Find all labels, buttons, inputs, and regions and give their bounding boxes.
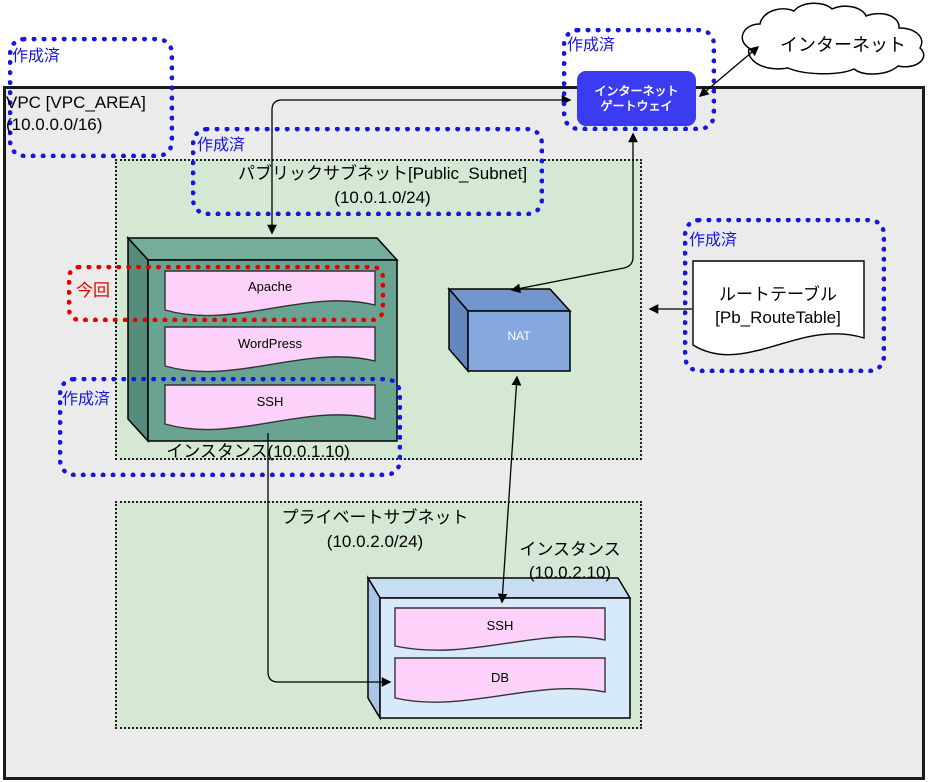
public-subnet-label: パブリックサブネット[Public_Subnet] (10.0.1.0/24) xyxy=(205,162,560,210)
apache-current-frame xyxy=(67,265,385,322)
internet-cloud-shape xyxy=(741,2,925,75)
public-ssh-shape xyxy=(164,384,376,431)
igw-status-frame xyxy=(562,28,716,131)
ssh-status-frame xyxy=(58,377,402,477)
private-subnet-label: プライベートサブネット (10.0.2.0/24) xyxy=(240,506,510,554)
route-table-label: ルートテーブル [Pb_RouteTable] xyxy=(695,283,861,329)
vpc-label: VPC [VPC_AREA] (10.0.0.0/16) xyxy=(6,92,146,136)
private-ssh-label: SSH xyxy=(486,618,514,633)
route-table-shape xyxy=(692,260,865,356)
private-instance-label: インスタンス (10.0.2.10) xyxy=(480,538,660,584)
arrow-igw-nat xyxy=(510,132,638,294)
routetable-status-label: 作成済 xyxy=(689,232,738,249)
igw-status-label: 作成済 xyxy=(567,37,616,54)
apache-label: Apache xyxy=(247,279,293,294)
arrow-nat-private-ssh xyxy=(497,375,522,604)
internet-gateway-box: インターネット ゲートウェイ xyxy=(577,71,696,126)
routetable-status-frame xyxy=(683,218,886,373)
ssh-status-label: 作成済 xyxy=(62,391,111,408)
public-ssh-label: SSH xyxy=(256,394,284,409)
public-subnet-label-line1: パブリックサブネット[Public_Subnet] xyxy=(237,164,528,183)
arrow-public-ssh-db xyxy=(267,433,392,687)
apache-shape xyxy=(164,270,376,317)
private-instance-label-line2: (10.0.2.10) xyxy=(528,563,612,582)
nat-cube xyxy=(447,286,572,374)
db-label: DB xyxy=(490,670,510,685)
arrow-igw-internet xyxy=(698,46,760,97)
wordpress-shape xyxy=(164,326,376,373)
route-table-label-line1: ルートテーブル xyxy=(719,285,837,304)
private-instance-label-line1: インスタンス xyxy=(519,540,621,559)
vpc-label-line1: VPC [VPC_AREA] xyxy=(6,93,146,112)
private-subnet-label-line2: (10.0.2.0/24) xyxy=(326,532,424,551)
arrow-igw-public-instance xyxy=(267,95,572,235)
db-shape xyxy=(394,657,606,703)
public-instance-label: インスタンス(10.0.1.10) xyxy=(166,442,350,461)
nat-label: NAT xyxy=(507,329,531,343)
apache-current-label: 今回 xyxy=(76,281,110,300)
public-subnet-status-label: 作成済 xyxy=(197,137,246,154)
vpc-label-line2: (10.0.0.0/16) xyxy=(6,115,103,134)
private-subnet-label-line1: プライベートサブネット xyxy=(281,508,469,527)
vpc-status-frame xyxy=(8,37,174,158)
vpc-status-label: 作成済 xyxy=(12,48,61,65)
route-table-label-line2: [Pb_RouteTable] xyxy=(715,308,841,327)
private-ssh-shape xyxy=(394,607,606,651)
igw-label-line1: インターネット xyxy=(594,83,679,98)
wordpress-label: WordPress xyxy=(237,336,303,351)
public-subnet-label-line2: (10.0.1.0/24) xyxy=(334,188,431,207)
public-subnet-status-frame xyxy=(191,127,544,216)
igw-label-line2: ゲートウェイ xyxy=(600,98,673,113)
internet-label: インターネット xyxy=(780,35,906,55)
